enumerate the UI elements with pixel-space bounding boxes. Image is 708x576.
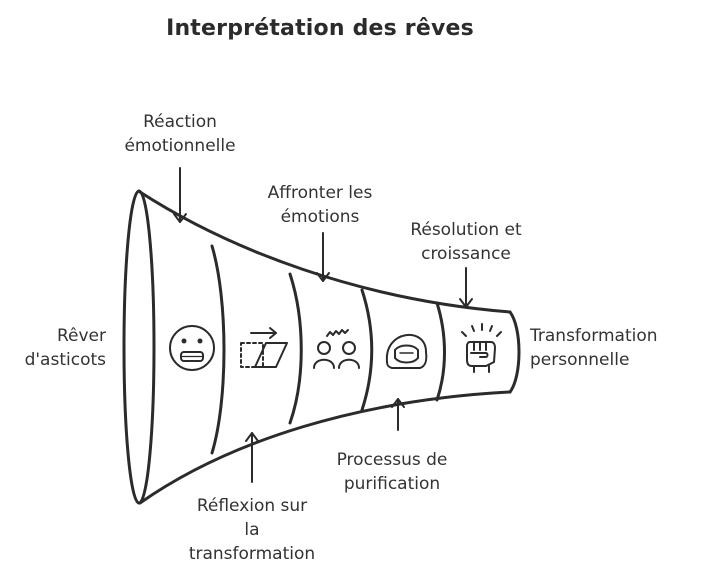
worried-face-icon xyxy=(169,325,215,371)
label-reaction-line-2: émotionnelle xyxy=(124,136,236,156)
funnel-top-edge xyxy=(138,190,512,314)
funnel-bottom-edge xyxy=(138,390,512,505)
label-purification-line-2: purification xyxy=(343,474,441,494)
arrow-affronter xyxy=(316,232,330,282)
label-reflexion-line-1: Réflexion sur xyxy=(196,496,308,516)
label-reflexion: Réflexion sur la transformation xyxy=(176,494,328,566)
label-purification-line-1: Processus de xyxy=(336,450,448,470)
two-people-icon xyxy=(313,329,360,369)
label-end-line-2: personnelle xyxy=(530,350,630,370)
arrow-reaction xyxy=(173,167,187,223)
label-start-line-2: d'asticots xyxy=(24,350,106,370)
label-reflexion-line-2: la xyxy=(244,520,260,540)
mask-face-icon xyxy=(385,333,428,369)
label-end-line-1: Transformation xyxy=(530,326,658,346)
label-affronter-line-2: émotions xyxy=(280,207,360,227)
arrow-purification xyxy=(391,398,405,431)
label-affronter: Affronter les émotions xyxy=(250,181,390,229)
label-start-line-1: Rêver xyxy=(56,326,106,346)
label-end: Transformation personnelle xyxy=(530,324,690,372)
label-start: Rêver d'asticots xyxy=(14,324,106,372)
label-affronter-line-1: Affronter les xyxy=(267,183,373,203)
label-reaction: Réaction émotionnelle xyxy=(120,110,240,158)
label-reaction-line-1: Réaction xyxy=(143,112,217,132)
stage-divider-3 xyxy=(360,288,374,412)
raised-fist-icon xyxy=(461,323,502,373)
label-resolution-line-1: Résolution et xyxy=(410,220,522,240)
label-resolution-line-2: croissance xyxy=(421,244,511,264)
arrow-reflexion xyxy=(245,432,259,483)
transform-arrow-icon xyxy=(240,327,288,368)
funnel-end xyxy=(508,310,521,394)
label-reflexion-line-3: transformation xyxy=(188,544,316,564)
label-resolution: Résolution et croissance xyxy=(396,218,536,266)
diagram-title: Interprétation des rêves xyxy=(166,16,474,41)
label-purification: Processus de purification xyxy=(322,448,462,496)
stage-divider-1 xyxy=(210,244,226,455)
stage-divider-2 xyxy=(288,272,303,425)
stage-divider-4 xyxy=(435,301,446,402)
arrow-resolution xyxy=(459,267,473,308)
funnel-mouth xyxy=(122,189,156,505)
